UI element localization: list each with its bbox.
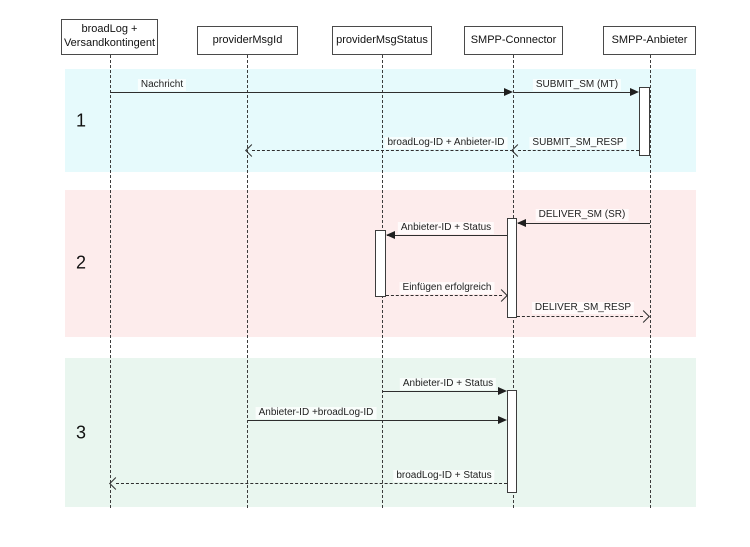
actor-label: providerMsgId xyxy=(212,33,283,46)
message-label: broadLog-ID + Anbieter-ID xyxy=(384,137,508,149)
lifeline-providermsgid xyxy=(247,55,248,508)
message-arrow xyxy=(382,391,498,392)
filled-arrowhead-icon xyxy=(386,231,395,239)
filled-arrowhead-icon xyxy=(498,416,507,424)
actor-label: SMPP-Connector xyxy=(470,33,557,46)
phase-number-3: 3 xyxy=(75,422,86,443)
filled-arrowhead-icon xyxy=(517,219,526,227)
phase-number-1: 1 xyxy=(75,110,86,131)
actor-box-smpp-connector: SMPP-Connector xyxy=(464,26,563,55)
phase-band-3 xyxy=(65,358,696,507)
actor-box-providermsgid: providerMsgId xyxy=(197,26,298,55)
actor-box-broadlog: broadLog + Versandkontingent xyxy=(61,19,158,55)
message-arrow xyxy=(518,150,639,151)
message-label: broadLog-ID + Status xyxy=(393,470,495,482)
message-label: Anbieter-ID +broadLog-ID xyxy=(255,407,377,419)
lifeline-broadlog xyxy=(110,55,111,508)
message-label: Nachricht xyxy=(137,79,187,91)
message-arrow xyxy=(386,295,502,296)
activation-bar-connector-phase3 xyxy=(507,390,517,493)
message-label: Einfügen erfolgreich xyxy=(399,282,495,294)
filled-arrowhead-icon xyxy=(504,88,513,96)
message-label: SUBMIT_SM_RESP xyxy=(529,137,627,149)
message-arrow xyxy=(252,150,513,151)
actor-box-smpp-anbieter: SMPP-Anbieter xyxy=(603,26,696,55)
actor-label: SMPP-Anbieter xyxy=(611,33,688,46)
message-label: SUBMIT_SM (MT) xyxy=(532,79,622,91)
message-arrow xyxy=(517,316,643,317)
filled-arrowhead-icon xyxy=(630,88,639,96)
actor-box-providermsgstatus: providerMsgStatus xyxy=(332,26,432,55)
actor-label: broadLog + Versandkontingent xyxy=(63,23,156,49)
message-label: DELIVER_SM (SR) xyxy=(535,209,629,221)
message-arrow xyxy=(248,420,498,421)
activation-bar-anbieter xyxy=(639,87,650,156)
activation-bar-status-phase2 xyxy=(375,230,386,297)
activation-bar-connector-phase2 xyxy=(507,218,517,318)
lifeline-smpp-anbieter xyxy=(650,55,651,508)
message-arrow xyxy=(514,92,631,93)
message-label: DELIVER_SM_RESP xyxy=(531,302,635,314)
message-label: Anbieter-ID + Status xyxy=(397,222,495,234)
actor-label: providerMsgStatus xyxy=(336,33,428,46)
filled-arrowhead-icon xyxy=(498,387,507,395)
message-arrow xyxy=(110,92,505,93)
message-arrow xyxy=(116,483,507,484)
message-arrow xyxy=(518,223,650,224)
phase-number-2: 2 xyxy=(75,252,86,273)
message-arrow xyxy=(387,235,507,236)
message-label: Anbieter-ID + Status xyxy=(399,378,497,390)
